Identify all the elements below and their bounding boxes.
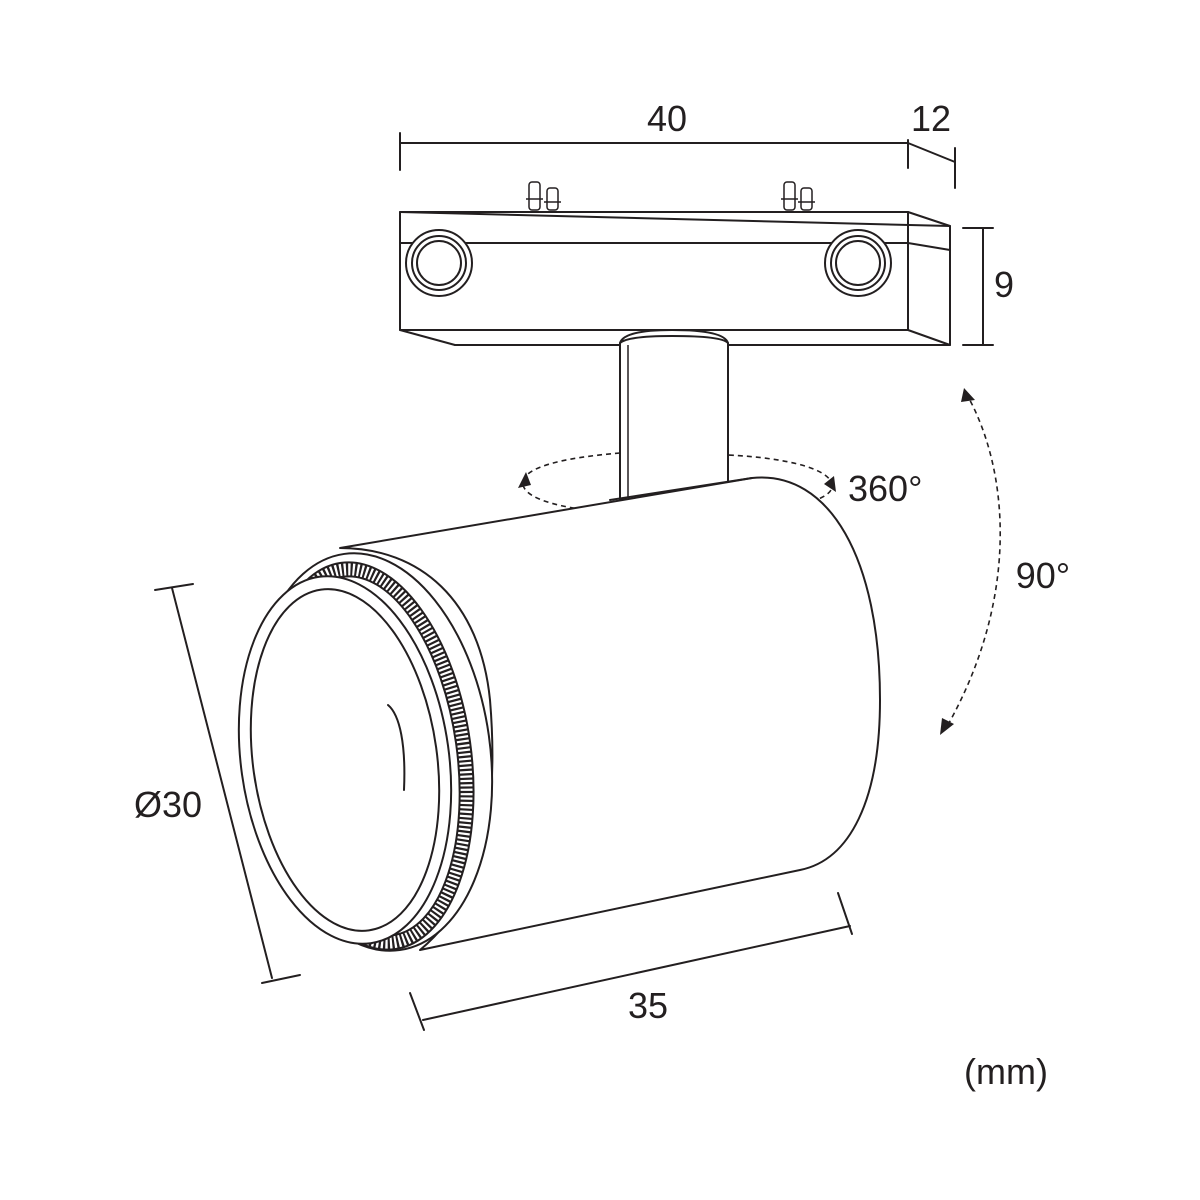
- screw-left-icon: [405, 229, 473, 297]
- height-label: 9: [994, 264, 1014, 305]
- tilt-arrow-bottom-icon: [940, 718, 954, 735]
- diameter-label: Ø30: [134, 784, 202, 825]
- contact-pins-left: [526, 181, 561, 211]
- rotation-arrow-left-icon: [518, 472, 531, 488]
- length-label: 35: [628, 985, 668, 1026]
- unit-label: (mm): [964, 1051, 1048, 1092]
- spotlight-head: [237, 476, 881, 952]
- depth-label: 12: [911, 98, 951, 139]
- track-adapter: [399, 181, 951, 346]
- rotation-label: 360°: [848, 468, 922, 509]
- rotation-arrow-right-icon: [824, 476, 836, 492]
- diameter-dimension: Ø30: [134, 583, 301, 984]
- width-dimension: 40: [399, 98, 909, 171]
- contact-pins-right: [781, 181, 815, 211]
- tilt-indicator: 90°: [940, 388, 1070, 735]
- width-label: 40: [647, 98, 687, 139]
- support-stem: [619, 329, 729, 501]
- tilt-label: 90°: [1016, 555, 1070, 596]
- screw-right-icon: [824, 229, 892, 297]
- depth-dimension: 12: [907, 98, 956, 189]
- tilt-arrow-top-icon: [961, 388, 975, 402]
- height-dimension: 9: [962, 227, 1014, 346]
- length-dimension: 35: [409, 892, 853, 1031]
